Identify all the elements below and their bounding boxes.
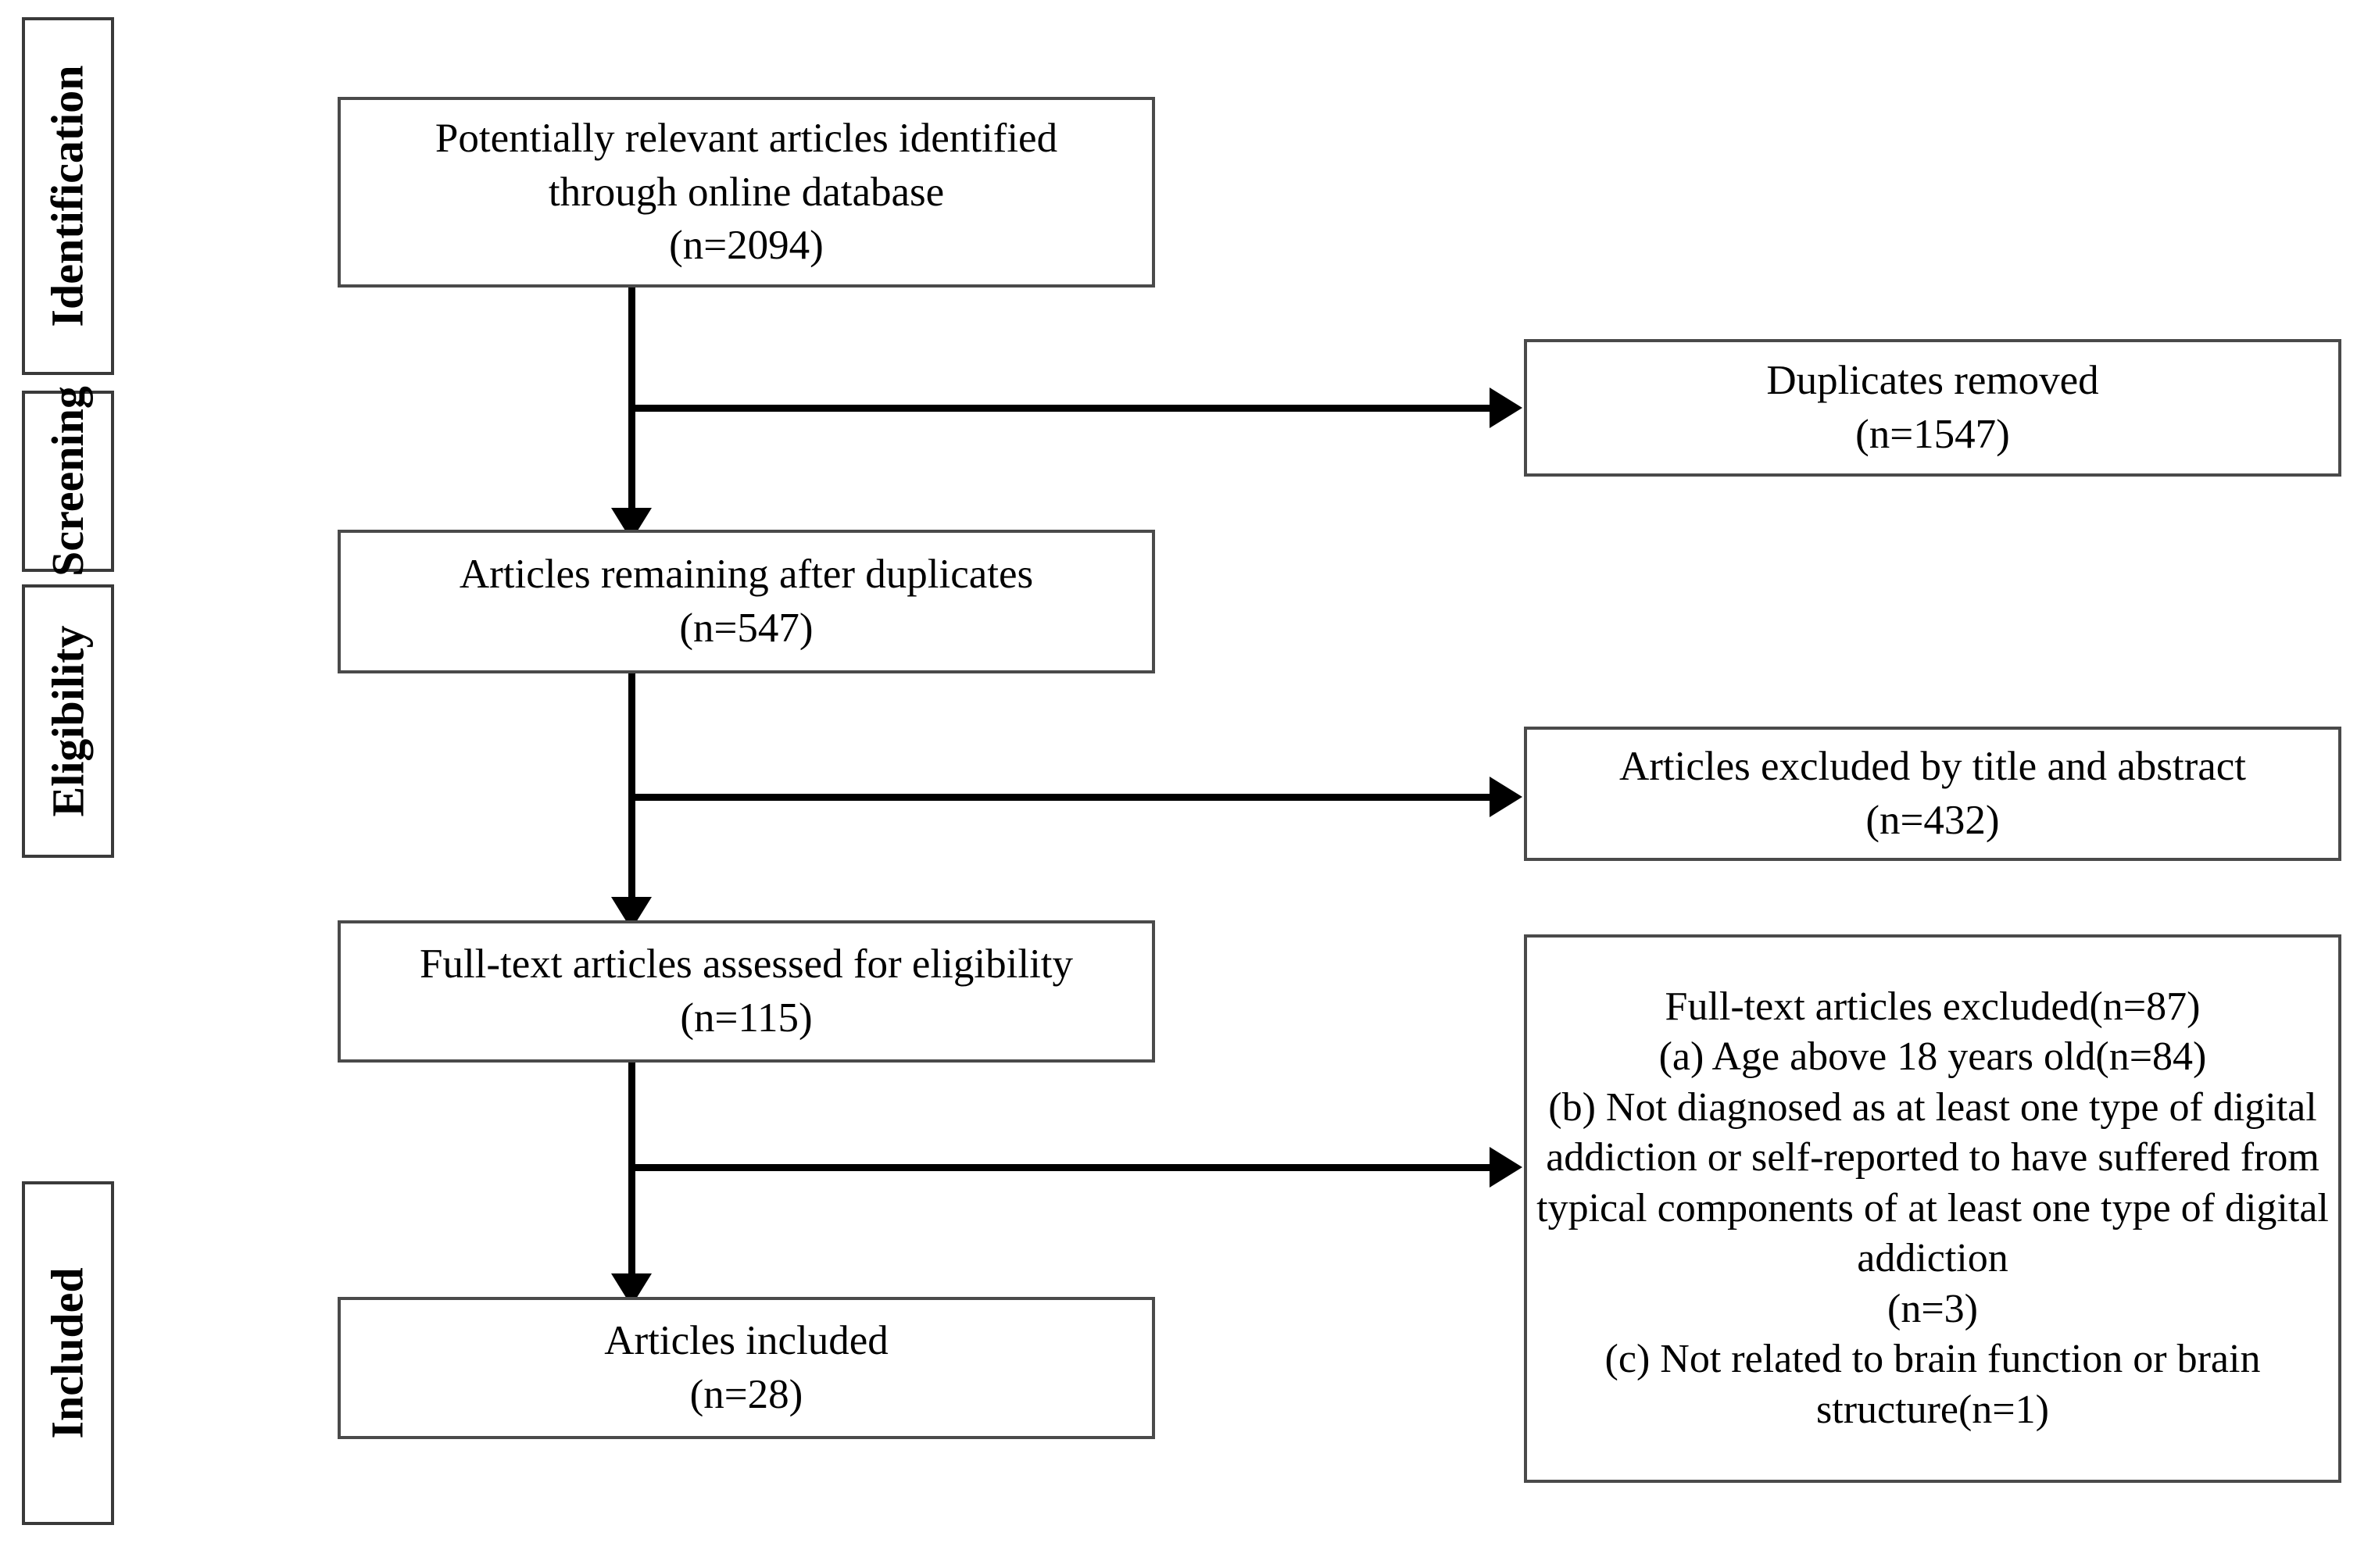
stage-label-screening: Screening [22, 386, 114, 577]
connector-fulltext-to-included [628, 1063, 635, 1297]
connector-branch-title-abstract [628, 794, 1491, 801]
arrowhead-fulltext-excluded [1490, 1147, 1522, 1188]
stage-label-screening-text: Screening [42, 386, 93, 577]
box-duplicates-removed-line1: Duplicates removed [1766, 358, 2099, 404]
box-excluded-title-abstract-line1: Articles excluded by title and abstract [1618, 744, 2247, 790]
box-articles-included-line1: Articles included [604, 1318, 889, 1364]
box-duplicates-removed: Duplicates removed (n=1547) [1524, 339, 2341, 477]
stage-label-identification-text: Identification [42, 65, 93, 327]
box-articles-remaining: Articles remaining after duplicates (n=5… [338, 530, 1155, 673]
box-fulltext-excluded-reason-b-count: (n=3) [1887, 1286, 1978, 1331]
box-articles-identified-line1: Potentially relevant articles identified [435, 115, 1058, 161]
connector-branch-duplicates [628, 405, 1491, 412]
box-excluded-title-abstract-count: (n=432) [1865, 798, 2000, 843]
box-articles-identified: Potentially relevant articles identified… [338, 97, 1155, 288]
box-fulltext-excluded: Full-text articles excluded(n=87) (a) Ag… [1524, 934, 2341, 1483]
box-articles-included: Articles included (n=28) [338, 1297, 1155, 1439]
box-fulltext-excluded-reason-b: (b) Not diagnosed as at least one type o… [1536, 1084, 2329, 1281]
box-articles-identified-line2: through online database [548, 169, 945, 215]
box-articles-identified-count: (n=2094) [669, 223, 824, 269]
stage-label-included-text: Included [42, 1267, 94, 1439]
box-duplicates-removed-count: (n=1547) [1855, 412, 2010, 457]
box-articles-included-count: (n=28) [689, 1372, 803, 1417]
box-fulltext-assessed-count: (n=115) [680, 995, 813, 1041]
arrowhead-duplicates [1490, 388, 1522, 428]
stage-label-included: Included [22, 1181, 114, 1525]
stage-label-identification: Identification [22, 17, 114, 375]
box-fulltext-assessed-line1: Full-text articles assessed for eligibil… [419, 941, 1074, 988]
stage-label-eligibility: Eligibility [22, 584, 114, 858]
box-fulltext-excluded-reason-c: (c) Not related to brain function or bra… [1604, 1337, 2261, 1432]
box-fulltext-assessed: Full-text articles assessed for eligibil… [338, 920, 1155, 1063]
box-fulltext-excluded-header: Full-text articles excluded(n=87) [1665, 984, 2201, 1029]
box-articles-remaining-line1: Articles remaining after duplicates [459, 552, 1034, 598]
box-excluded-title-abstract: Articles excluded by title and abstract … [1524, 727, 2341, 861]
box-articles-remaining-count: (n=547) [679, 605, 814, 651]
box-fulltext-excluded-reason-a: (a) Age above 18 years old(n=84) [1658, 1034, 2207, 1080]
arrowhead-title-abstract [1490, 777, 1522, 817]
stage-label-eligibility-text: Eligibility [42, 625, 94, 817]
connector-branch-fulltext-excluded [628, 1164, 1491, 1171]
